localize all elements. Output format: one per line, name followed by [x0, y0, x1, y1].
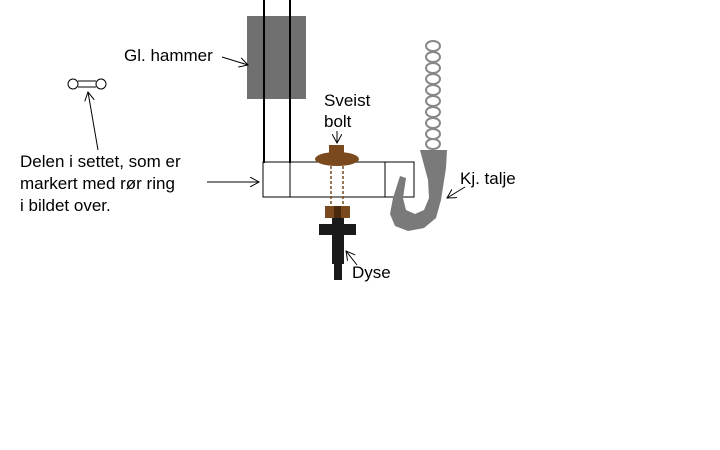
part-label-line1: Delen i settet, som er — [20, 152, 181, 171]
part-label-line2: markert med rør ring — [20, 174, 175, 193]
chain-link — [425, 84, 441, 96]
tube-outline — [262, 161, 415, 198]
chain-link — [425, 117, 441, 129]
nozzle — [319, 218, 356, 280]
chain-link — [425, 73, 441, 85]
bolt-flange — [315, 152, 359, 166]
nozzle-label: Dyse — [352, 263, 391, 282]
ring-left — [67, 78, 79, 90]
bolt-label-line2: bolt — [324, 112, 352, 131]
nozzle-body — [332, 218, 344, 264]
chain-link — [425, 40, 441, 52]
ring-right — [95, 78, 107, 90]
tube-ring-part — [67, 78, 107, 90]
bolt-nut-bottom-center — [334, 206, 341, 218]
welded-bolt — [315, 145, 359, 218]
arrow-hoist — [447, 186, 466, 198]
chain-link — [425, 62, 441, 74]
chain-hoist — [390, 40, 447, 231]
hammer-illustration — [247, 0, 306, 163]
arrow-nozzle — [346, 251, 358, 266]
chain-link — [425, 138, 441, 150]
chain-links — [425, 40, 441, 150]
chain-link — [425, 51, 441, 63]
bolt-label-line1: Sveist — [324, 91, 371, 110]
hook-icon — [390, 150, 447, 231]
part-label-line3: i bildet over. — [20, 196, 111, 215]
hoist-label: Kj. talje — [460, 169, 516, 188]
tube-sleeve — [262, 161, 415, 198]
arrow-part-to-ring — [88, 92, 99, 151]
bolt-nut-top — [329, 145, 344, 155]
annotation-arrows — [88, 56, 466, 266]
hammer-label: Gl. hammer — [124, 46, 213, 65]
chain-link — [425, 128, 441, 140]
chain-link — [425, 106, 441, 118]
hammer-head — [247, 16, 306, 99]
arrow-hammer — [221, 56, 248, 65]
chain-link — [425, 95, 441, 107]
nozzle-tip — [334, 262, 342, 280]
